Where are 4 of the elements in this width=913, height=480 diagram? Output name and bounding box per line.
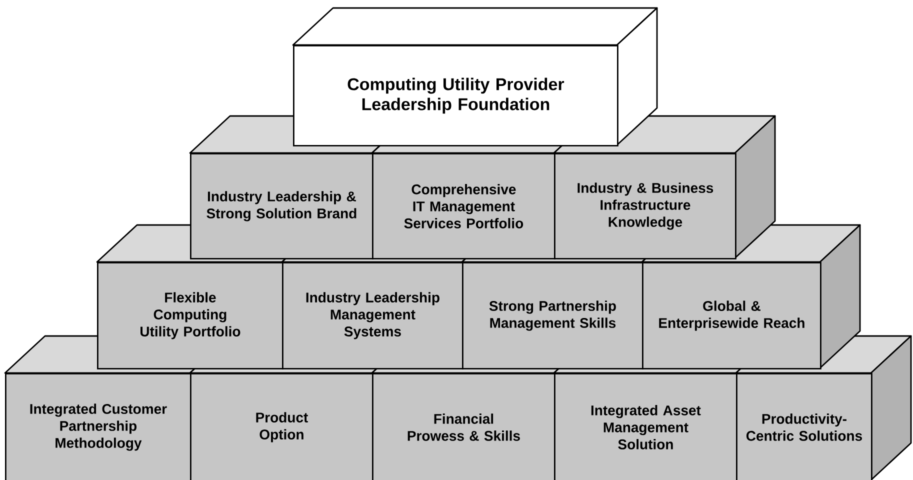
node-label: Integrated Customer Partnership Methodology [30,404,167,451]
block: Industry & Business Infrastructure Knowledge [553,115,776,260]
block: Computing Utility Provider Leadership Foundation [292,7,658,146]
node-label: Product Option [256,412,308,442]
